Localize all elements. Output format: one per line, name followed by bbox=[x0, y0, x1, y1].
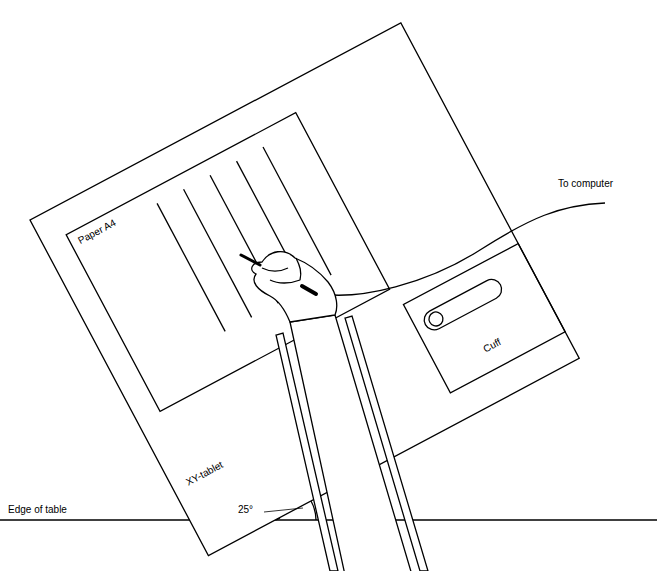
cable bbox=[314, 203, 605, 295]
cuff-plate bbox=[403, 244, 565, 393]
paper-box: Paper A4 bbox=[66, 113, 389, 412]
angle-label: 25° bbox=[238, 504, 253, 515]
angle-leader bbox=[264, 508, 303, 512]
pen bbox=[302, 286, 316, 294]
part-label: XY-tablet bbox=[184, 459, 225, 488]
cuff-box: Cuff bbox=[403, 244, 565, 393]
part-label: Paper A4 bbox=[76, 217, 118, 246]
part-label: Cuff bbox=[481, 336, 502, 354]
cuff-slot bbox=[421, 276, 505, 334]
pen bbox=[241, 255, 260, 265]
callout-label: To computer bbox=[558, 178, 613, 189]
callout-label: Edge of table bbox=[8, 504, 67, 515]
cuff-bolt bbox=[427, 310, 446, 329]
table-edge bbox=[0, 519, 657, 520]
tablet-box: XY-tablet Paper A4 Cuff bbox=[30, 23, 579, 556]
arm-strip bbox=[345, 316, 428, 571]
fingers bbox=[262, 258, 301, 283]
tablet-outline bbox=[30, 23, 579, 556]
arm-strip bbox=[276, 333, 338, 571]
hand bbox=[252, 252, 337, 322]
